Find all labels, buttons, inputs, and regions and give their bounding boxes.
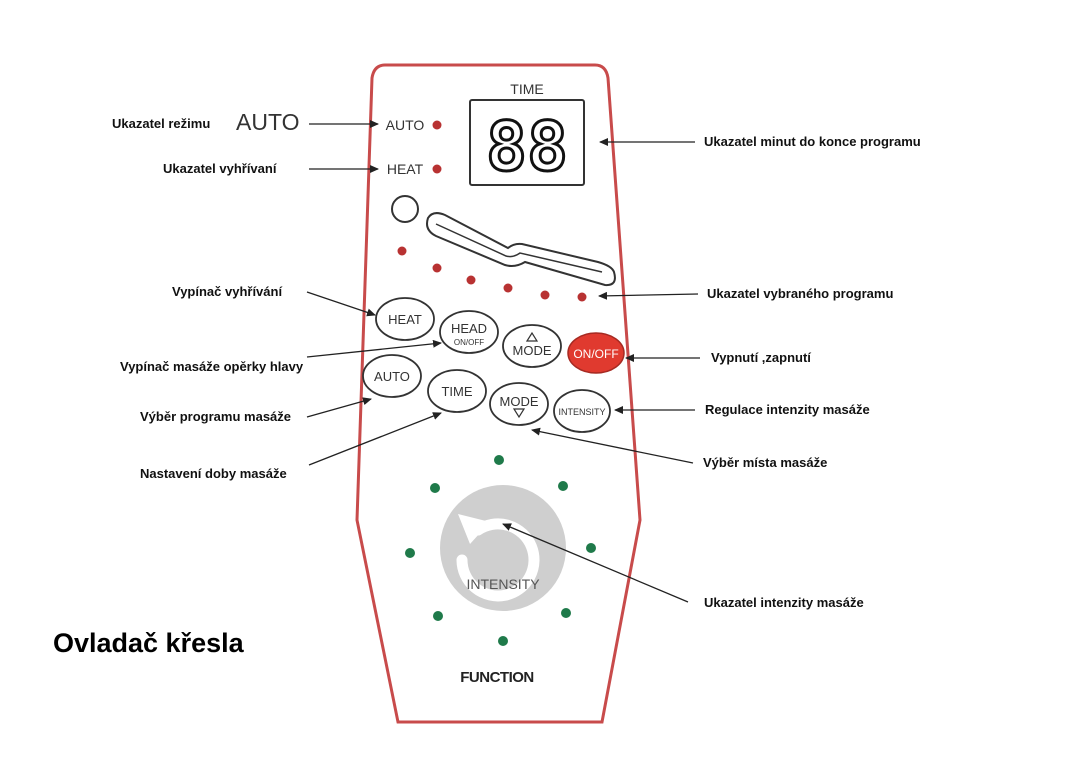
label-heating-switch: Vypínač vyhřívání [172,284,283,299]
svg-text:INTENSITY: INTENSITY [558,407,605,417]
svg-text:HEAD: HEAD [451,321,487,336]
label-intensity-regulation: Regulace intenzity masáže [705,402,870,417]
label-program-select: Výběr programu masáže [140,409,292,424]
intensity-led [494,455,504,465]
svg-text:MODE: MODE [513,343,552,358]
svg-text:ON/OFF: ON/OFF [454,338,484,347]
svg-text:TIME: TIME [441,384,472,399]
program-led [397,246,407,256]
callout-arrows [306,120,700,603]
label-minutes-indicator: Ukazatel minut do konce programu [704,134,921,149]
time-display [469,99,585,186]
intensity-button[interactable]: INTENSITY [553,389,611,433]
label-power: Vypnutí ,zapnutí [711,350,811,365]
head-circle-icon [391,195,419,223]
auto-indicator-led [432,120,442,130]
intensity-led [558,481,568,491]
intensity-led [498,636,508,646]
arrow-time-setting [308,412,442,466]
label-program-indicator: Ukazatel vybraného programu [707,286,894,301]
time-display-digits: 88 [486,108,568,187]
page-title: Ovladač křesla [53,628,244,658]
arrow-headrest-switch [306,339,442,358]
svg-text:HEAT: HEAT [388,312,422,327]
mode-down-button[interactable]: MODE [489,382,549,426]
triangle-up-icon [525,331,539,342]
svg-text:INTENSITY: INTENSITY [466,576,540,592]
program-led [577,292,587,302]
label-heating-indicator: Ukazatel vyhřívaní [163,161,277,176]
onoff-button[interactable]: ON/OFF [567,332,625,374]
arrow-program-indicator [598,291,699,300]
triangle-down-icon [512,408,526,419]
intensity-led [561,608,571,618]
arrow-location-select [531,427,694,464]
auto-button[interactable]: AUTO [362,354,422,398]
auto-callout-word: AUTO [236,109,300,135]
program-led [540,290,550,300]
arrow-heating-switch [306,291,376,317]
function-label: FUNCTION [460,669,534,686]
program-led [503,283,513,293]
intensity-led [405,548,415,558]
heat-button[interactable]: HEAT [375,297,435,341]
heat-indicator-led [432,164,442,174]
auto-indicator-label: AUTO [386,117,425,133]
chair-recline-icon [426,212,616,287]
label-location-select: Výběr místa masáže [703,455,828,470]
program-led [432,263,442,273]
intensity-led [430,483,440,493]
head-button[interactable]: HEAD ON/OFF [439,310,499,354]
intensity-led [433,611,443,621]
program-led [466,275,476,285]
chair-recline-inner-icon [435,223,603,273]
intensity-led [586,543,596,553]
arrow-program-select [306,397,372,418]
heat-indicator-label: HEAT [387,161,424,177]
label-headrest-switch: Vypínač masáže opěrky hlavy [120,359,304,374]
svg-text:MODE: MODE [500,394,539,409]
mode-up-button[interactable]: MODE [502,324,562,368]
label-mode-indicator: Ukazatel režimu [112,116,211,131]
svg-text:ON/OFF: ON/OFF [573,347,618,361]
label-intensity-indicator: Ukazatel intenzity masáže [704,595,864,610]
intensity-leds [405,455,596,646]
intensity-dial[interactable]: INTENSITY [440,485,566,611]
time-button[interactable]: TIME [427,369,487,413]
program-leds [397,246,587,302]
label-time-setting: Nastavení doby masáže [140,466,287,481]
time-display-label: TIME [510,81,543,97]
arrow-intensity-indicator [502,523,689,603]
svg-text:AUTO: AUTO [374,369,410,384]
